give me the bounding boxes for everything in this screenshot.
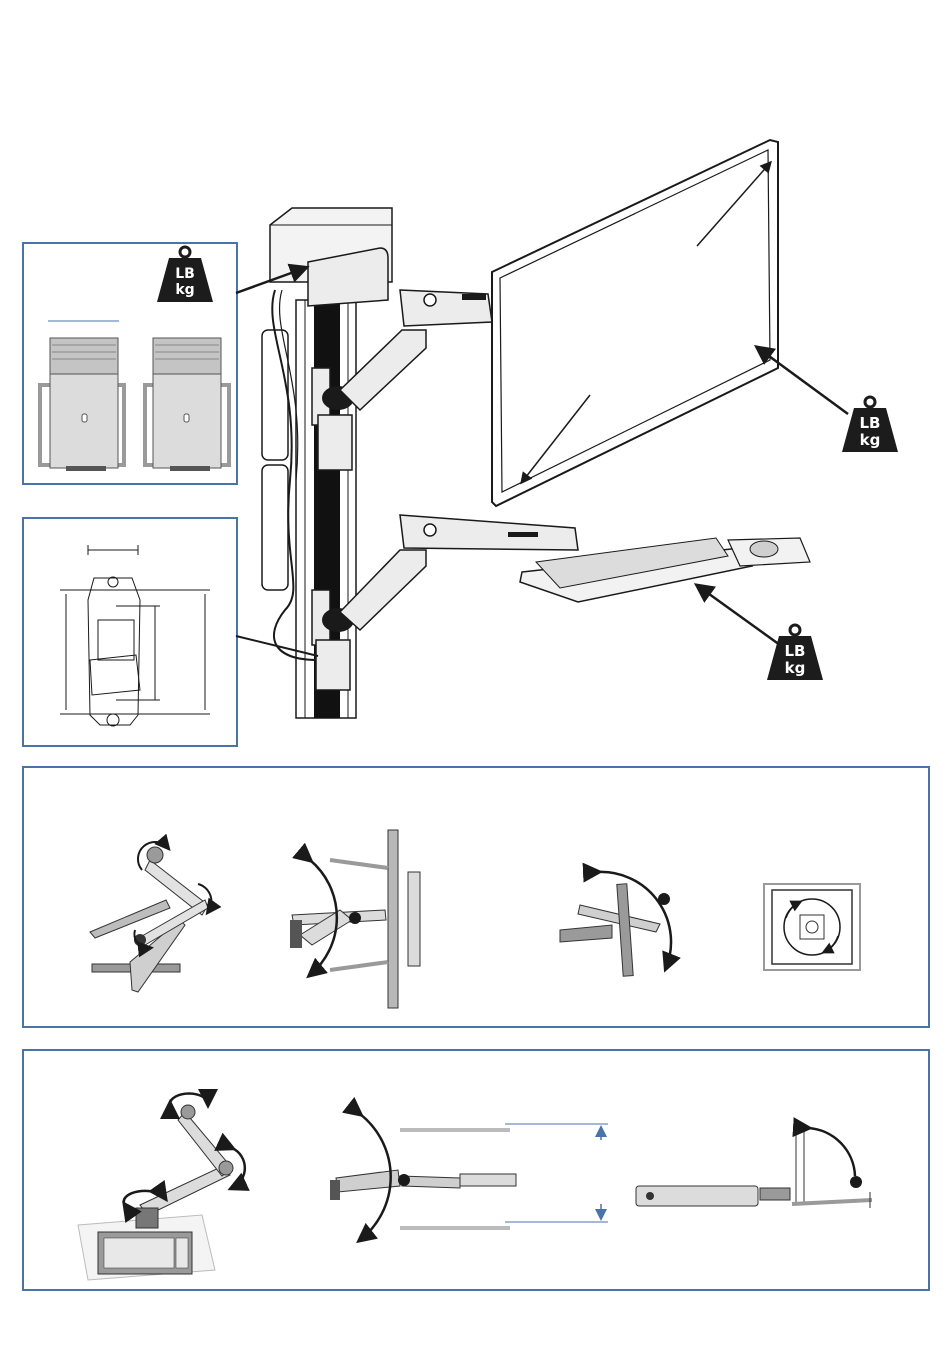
monitor-lift-diagram [90, 842, 211, 992]
svg-text:kg: kg [860, 431, 881, 449]
weight-icon: LB kg [842, 397, 898, 452]
keyboard-tilt-diagram [636, 1128, 872, 1208]
monitor-rotate-diagram [764, 884, 860, 970]
keyboard-height-diagram [330, 1114, 608, 1240]
monitor-tilt-diagram [560, 872, 671, 976]
cpu-tower-right [145, 338, 229, 471]
weight-icon: LB kg [157, 247, 213, 302]
weight-icon: LB kg [767, 625, 823, 680]
monitor-swing-diagram [290, 830, 420, 1008]
monitor-icon [492, 140, 778, 506]
svg-text:LB: LB [860, 414, 881, 432]
svg-text:LB: LB [785, 642, 806, 660]
cpu-tower-left [40, 321, 124, 471]
keyboard-swivel-diagram [78, 1093, 245, 1280]
svg-text:LB: LB [175, 266, 195, 282]
svg-text:kg: kg [785, 659, 806, 677]
bracket-dimension-drawing [60, 545, 210, 726]
svg-text:kg: kg [175, 282, 194, 298]
